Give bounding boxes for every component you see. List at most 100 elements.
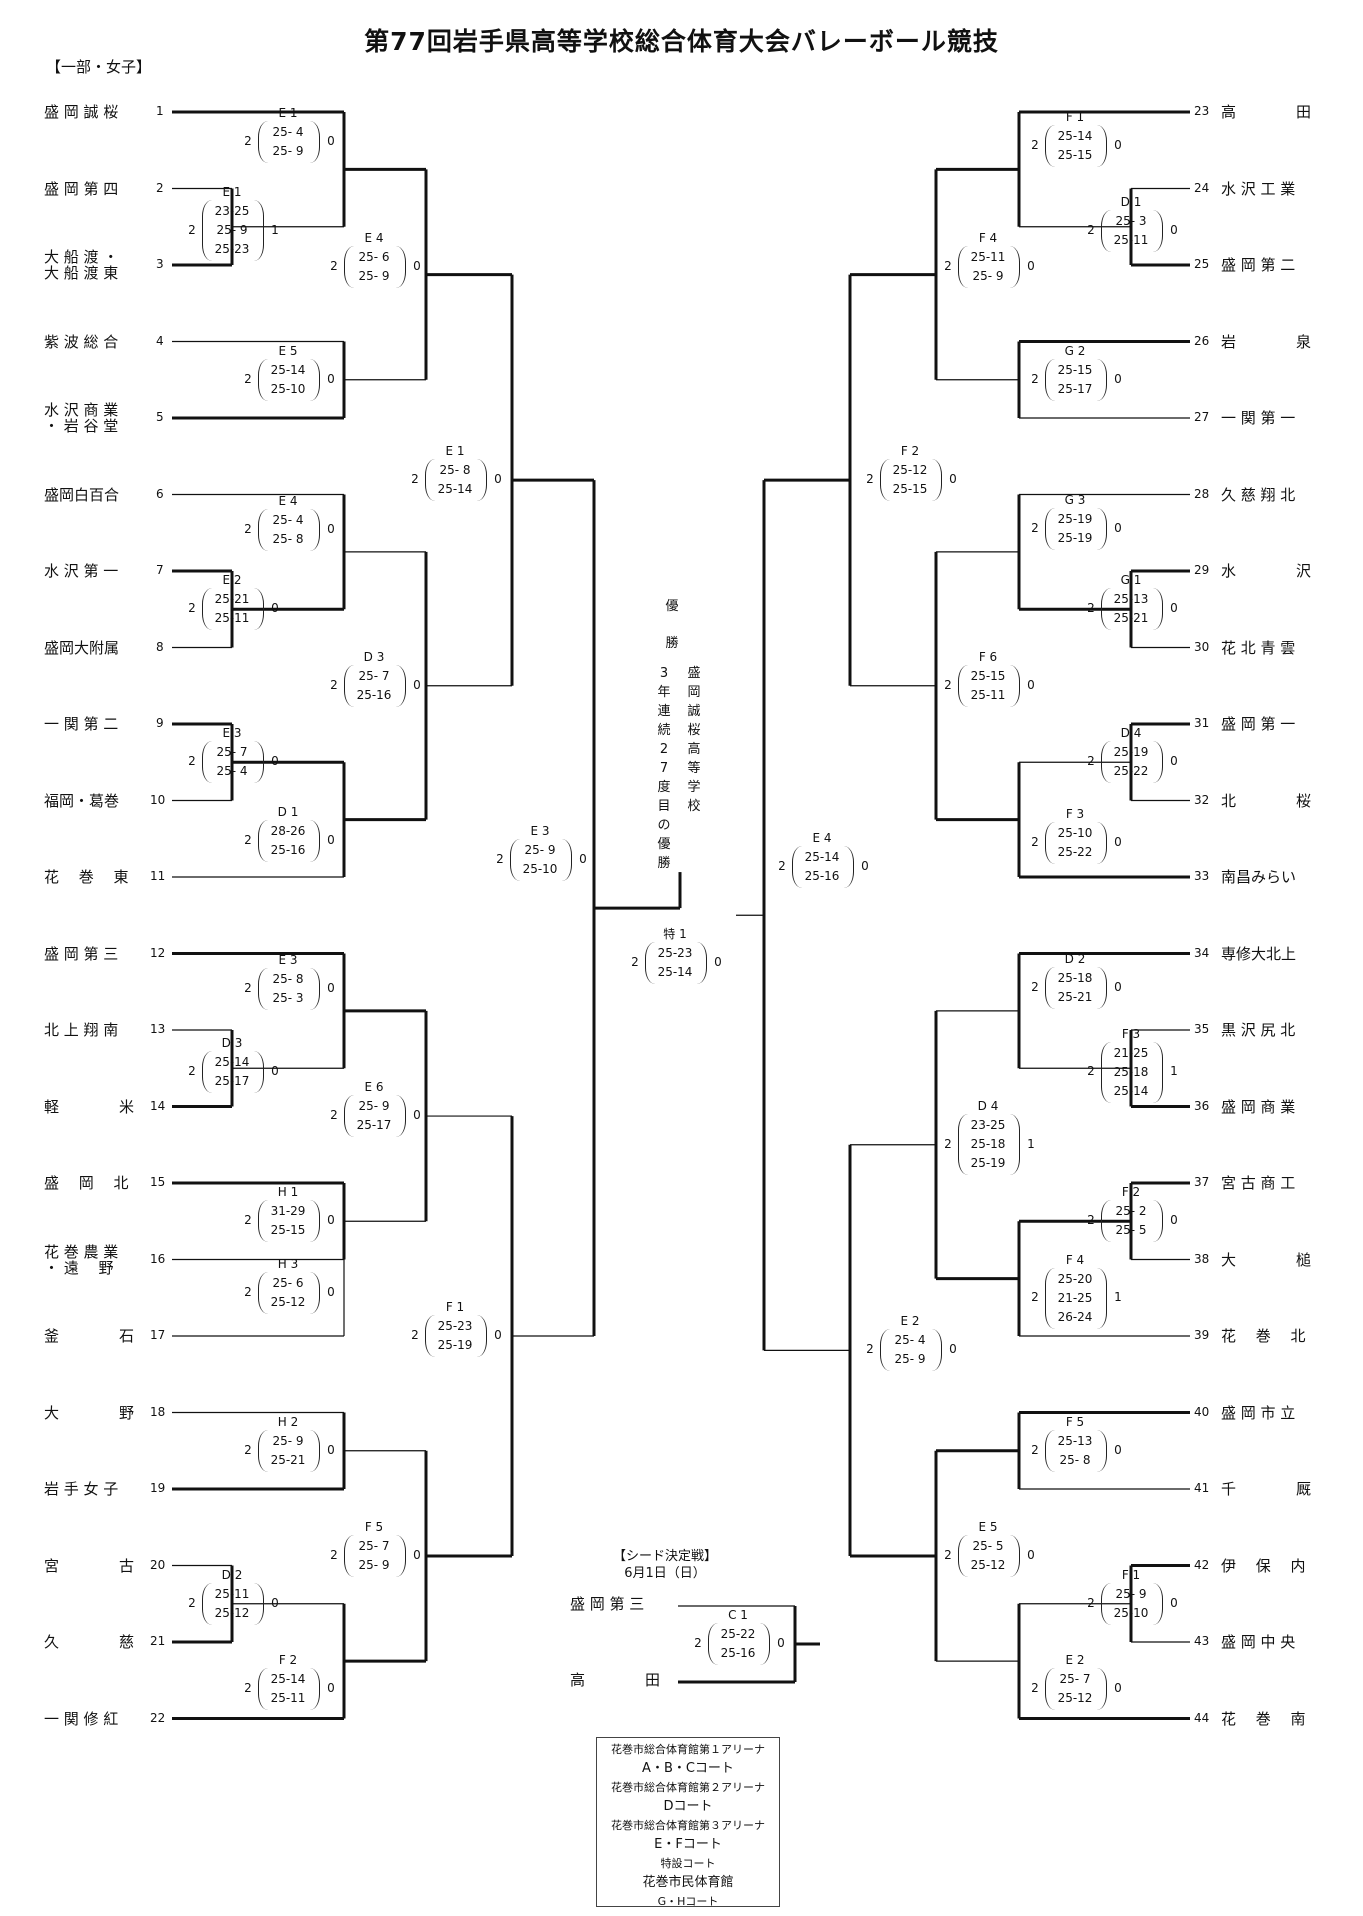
set-score: 25-12 — [892, 463, 928, 478]
match-13-sets-lost: 0 — [271, 1064, 279, 1079]
match-42-sets-won: 2 — [1031, 1680, 1039, 1695]
match-11-sets-lost: 0 — [579, 852, 587, 867]
set-score: 25-11 — [214, 1586, 250, 1601]
team-label-left: 盛 岡 北 — [44, 1175, 129, 1191]
set-score: 25- 6 — [358, 249, 390, 264]
match-18-sets-lost: 0 — [327, 1442, 335, 1457]
team-name: 大 野 — [44, 1403, 135, 1422]
team-name: 大 船 渡 東 — [44, 264, 119, 282]
match-15-sets-won: 2 — [244, 1213, 252, 1228]
set-score: 21-25 — [1057, 1290, 1093, 1305]
match-7-court: E 2 — [222, 573, 242, 588]
set-score: 25-12 — [970, 1557, 1006, 1572]
set-score: 25-21 — [270, 1452, 306, 1467]
match-4-sets-lost: 0 — [327, 371, 335, 386]
set-score: 25-10 — [1057, 826, 1093, 840]
match-8-court: D 3 — [363, 649, 385, 664]
set-score: 25-19 — [1057, 511, 1093, 526]
match-39-court: F 5 — [1065, 1414, 1085, 1429]
match-36-sets-lost: 0 — [1170, 1213, 1178, 1228]
seed-match-court: C 1 — [728, 1608, 748, 1622]
set-score: 25-19 — [1113, 745, 1149, 760]
set-score: 25- 9 — [272, 144, 304, 158]
match-6-sets-won: 2 — [244, 521, 252, 536]
match-41-court: F 1 — [1121, 1567, 1141, 1582]
match-19-court: F 5 — [364, 1519, 384, 1534]
seed-number-left: 5 — [156, 410, 164, 424]
team-label-left: 久 慈 — [44, 1634, 134, 1650]
team-name: ・ 岩 谷 堂 — [44, 417, 119, 435]
venue-line: 特設コート — [660, 1857, 716, 1870]
match-24-court: F 4 — [978, 230, 998, 245]
final-match-bracket — [645, 942, 707, 985]
match-35-sets-lost: 1 — [1027, 1136, 1035, 1151]
match-27-bracket — [1045, 507, 1107, 550]
set-score: 25-16 — [270, 843, 306, 857]
seed-number-left: 17 — [150, 1328, 166, 1342]
team-label-left: 盛岡白百合 — [44, 487, 119, 503]
match-11-court: E 3 — [530, 824, 550, 839]
seed-match-title: 【シード決定戦】 — [612, 1549, 717, 1564]
match-33-bracket — [1045, 966, 1107, 1009]
match-42-bracket — [1045, 1667, 1107, 1710]
match-29-court: F 6 — [978, 649, 998, 664]
match-30-sets-lost: 0 — [1170, 754, 1178, 769]
match-37-court: F 4 — [1065, 1252, 1085, 1267]
team-label-left: 紫 波 総 合 — [44, 334, 118, 350]
seed-number-right: 23 — [1194, 104, 1210, 118]
set-score: 25-11 — [1113, 232, 1149, 247]
set-score: 25-14 — [270, 362, 306, 377]
set-score: 25-12 — [1057, 1690, 1093, 1705]
match-40-sets-won: 2 — [944, 1547, 952, 1562]
seed-number-left: 3 — [156, 257, 164, 271]
match-10-scores: 28-26 25-16 — [262, 822, 314, 860]
match-5-bracket — [425, 459, 487, 502]
seed-number-left: 12 — [150, 945, 166, 960]
set-score: 25-22 — [1113, 764, 1149, 779]
match-41-bracket — [1101, 1582, 1163, 1625]
match-19-sets-won: 2 — [330, 1547, 338, 1562]
seed-number-left: 6 — [156, 486, 164, 501]
match-10-court: D 1 — [277, 805, 299, 819]
set-score: 25-19 — [1057, 530, 1093, 545]
match-24-bracket — [958, 245, 1020, 288]
team-label-left: 盛 岡 第 四 — [44, 181, 118, 197]
match-14-bracket — [344, 1095, 406, 1138]
set-score: 28-26 — [270, 824, 306, 838]
seed-match-sets-lost: 0 — [777, 1636, 785, 1650]
set-score: 25- 9 — [216, 223, 248, 238]
match-16-court: H 3 — [277, 1256, 299, 1271]
set-score: 25- 4 — [216, 764, 248, 779]
set-score: 25-14 — [804, 850, 840, 865]
seed-team-1: 盛 岡 第 三 — [570, 1595, 645, 1613]
match-12-sets-won: 2 — [244, 980, 252, 995]
venue-line: 花巻市総合体育館第１アリーナ — [611, 1743, 765, 1756]
match-25-sets-won: 2 — [1031, 371, 1039, 386]
seed-number-left: 19 — [150, 1481, 166, 1495]
team-label-right: 高 田 — [1221, 103, 1312, 121]
seed-number-right: 30 — [1194, 639, 1210, 654]
match-20-bracket — [202, 1582, 264, 1625]
match-2-sets-lost: 1 — [271, 222, 279, 237]
match-15-court: H 1 — [277, 1185, 299, 1200]
set-score: 25-11 — [214, 611, 250, 626]
champion-school-char: 学 — [687, 780, 701, 795]
set-score: 25- 7 — [358, 1538, 390, 1553]
champion-school-char: 岡 — [687, 685, 701, 700]
set-score: 25-18 — [970, 1137, 1006, 1152]
match-13-sets-won: 2 — [188, 1064, 196, 1079]
team-label-left: 北 上 翔 南 — [44, 1022, 118, 1038]
match-2-bracket — [202, 200, 264, 262]
match-20-court: D 2 — [221, 1567, 243, 1582]
match-32-bracket — [792, 846, 854, 889]
